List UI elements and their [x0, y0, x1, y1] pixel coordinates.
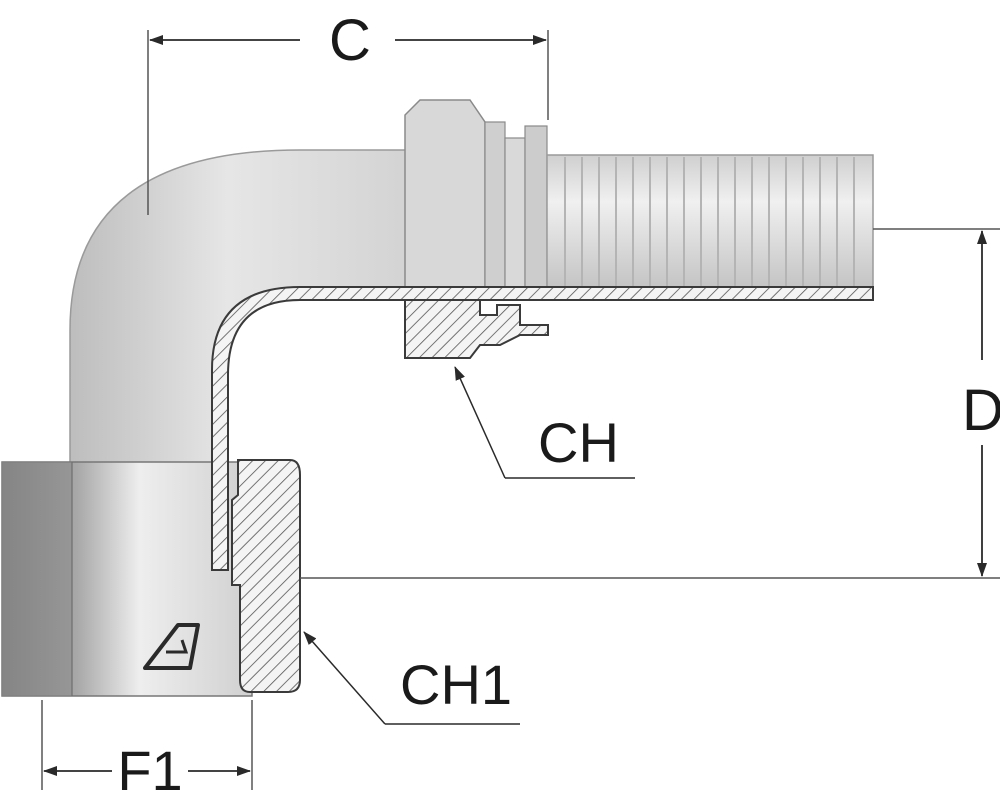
dimension-c-label: C [329, 8, 371, 73]
dimension-d-label: D [962, 378, 1000, 443]
ferrule-collar [404, 99, 548, 289]
dimension-d [300, 228, 1000, 579]
ch1-label: CH1 [400, 653, 512, 716]
section-wall [211, 286, 874, 571]
ch-label: CH [538, 411, 619, 474]
swivel-nut [1, 461, 253, 697]
dimension-f1 [41, 700, 253, 790]
ch-collar-section [404, 299, 549, 359]
leader-ch [454, 366, 635, 479]
dimension-c [147, 30, 549, 215]
ch1-nut-section [231, 459, 301, 693]
leader-ch1 [303, 631, 520, 725]
f1-label: F1 [117, 739, 182, 790]
hose-tail [546, 154, 874, 289]
brand-logo-icon [143, 623, 200, 670]
